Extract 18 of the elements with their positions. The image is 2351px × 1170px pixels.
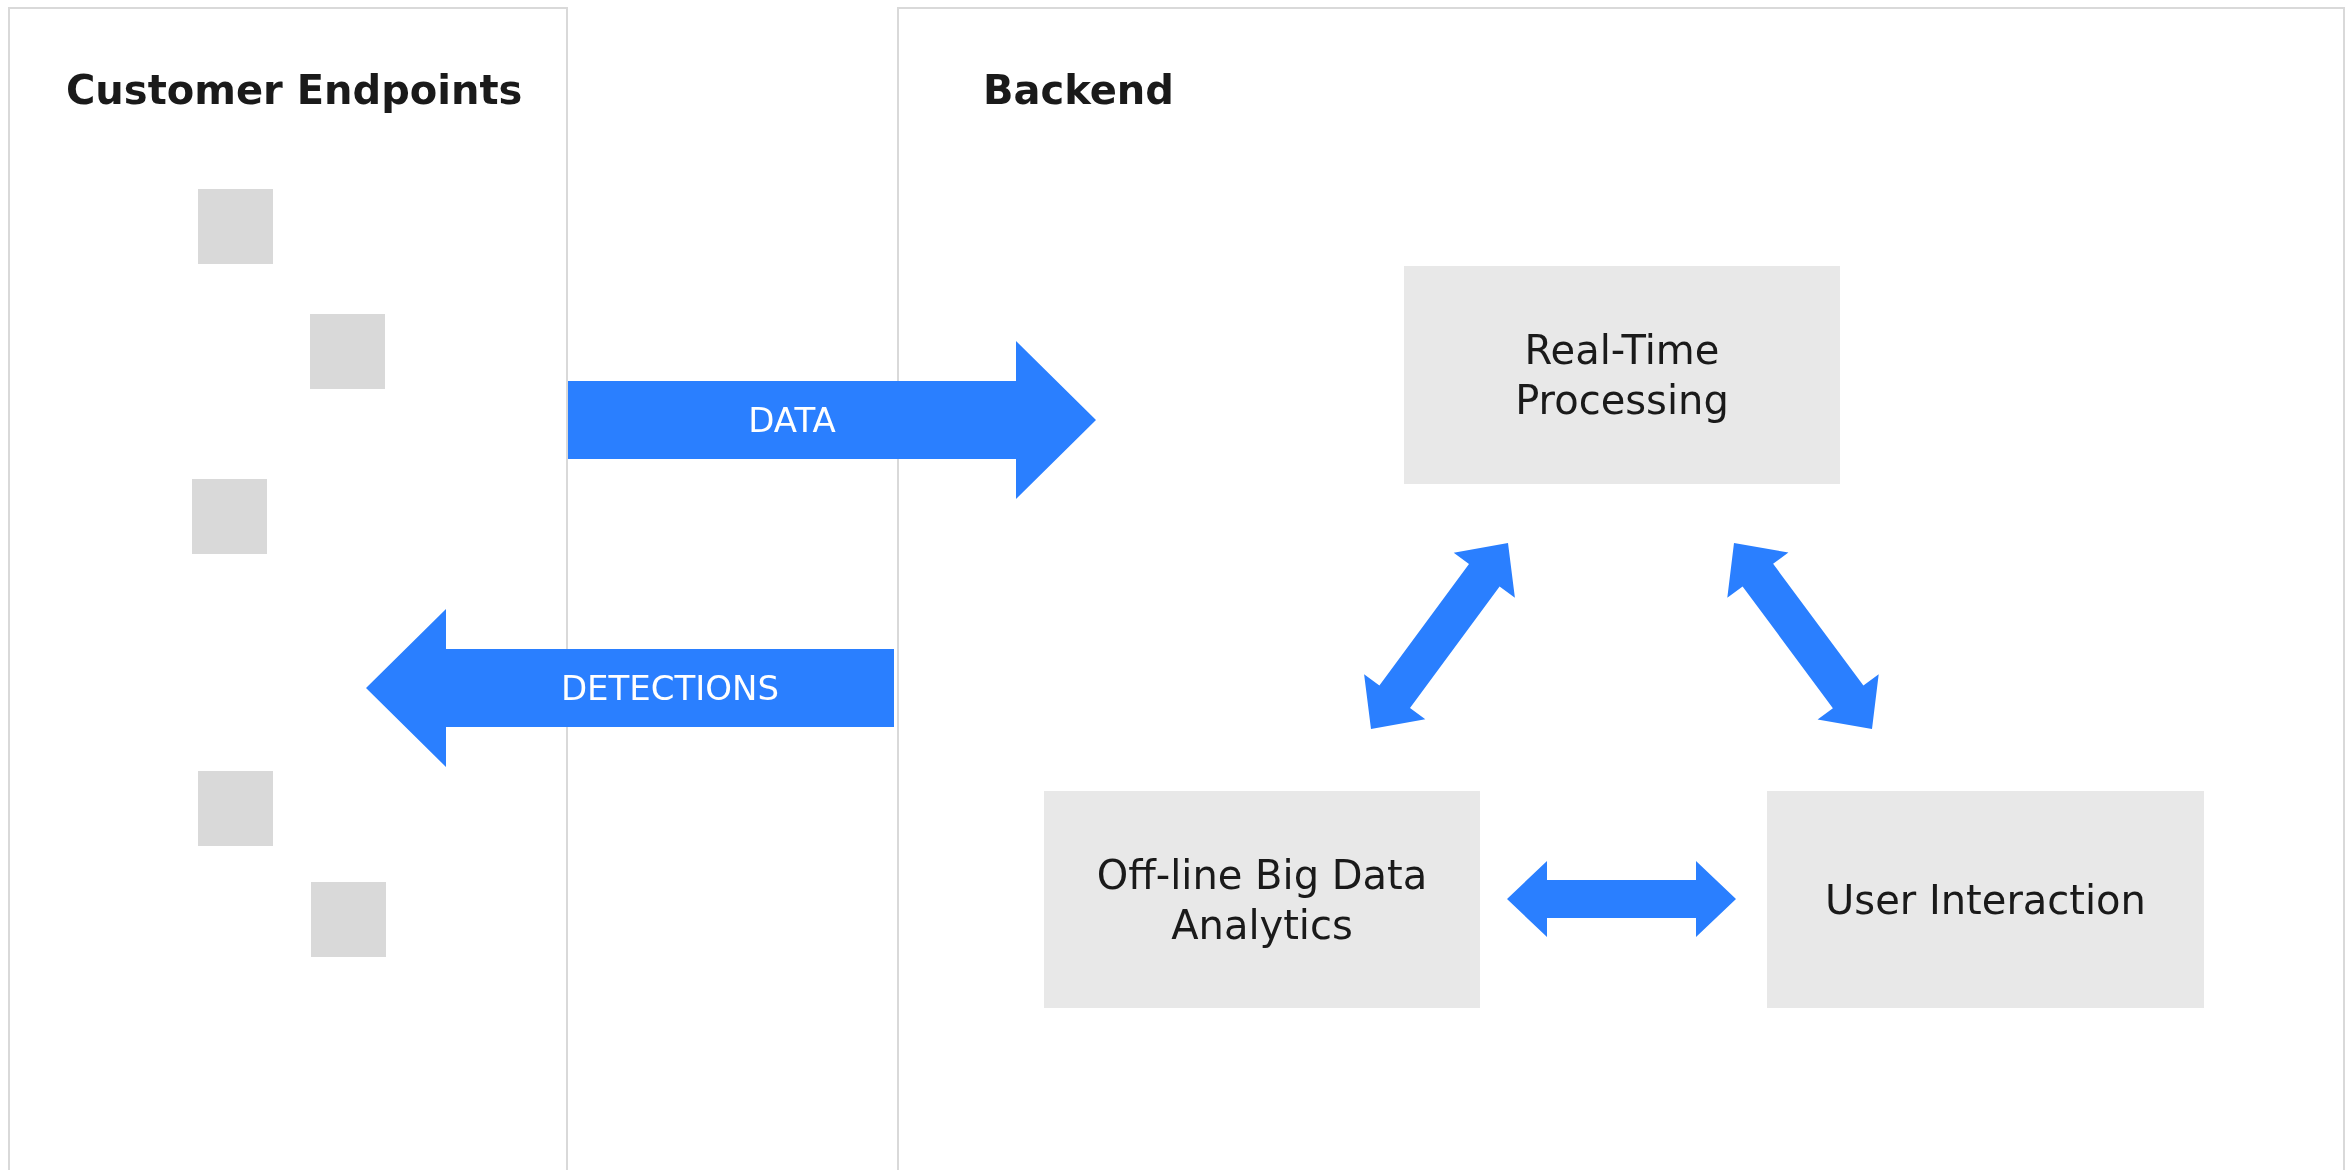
box-label: User Interaction [1824, 875, 2147, 925]
endpoint-square [310, 314, 385, 389]
endpoint-square [198, 189, 273, 264]
group-panel [897, 7, 2345, 1170]
endpoint-square [192, 479, 267, 554]
endpoint-square [198, 771, 273, 846]
block-arrow [568, 341, 1096, 499]
edge-label: DETECTIONS [560, 668, 780, 708]
block-arrow [1364, 543, 1515, 729]
edge-label: DATA [748, 400, 836, 440]
box-label: Real-Time Processing [1514, 326, 1730, 425]
endpoint-square [311, 882, 386, 957]
block-arrow [366, 609, 894, 767]
block-arrow [1727, 543, 1879, 729]
block-arrow [1507, 861, 1736, 937]
panel-heading: Backend [983, 67, 1174, 113]
box-label: Off-line Big Data Analytics [1095, 850, 1429, 950]
panel-heading: Customer Endpoints [66, 67, 523, 113]
